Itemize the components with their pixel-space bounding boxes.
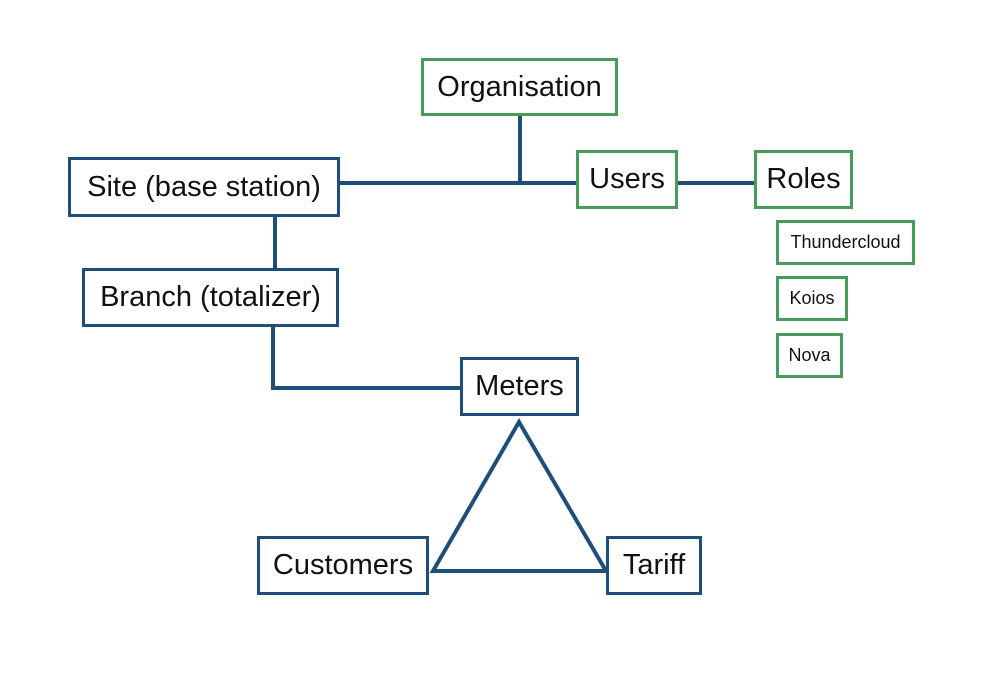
- meters-node: Meters: [460, 357, 579, 416]
- branch-node: Branch (totalizer): [82, 268, 339, 327]
- site-node: Site (base station): [68, 157, 340, 217]
- tariff-label: Tariff: [622, 549, 686, 581]
- role-item-label: Thundercloud: [790, 232, 901, 252]
- organisation-label: Organisation: [437, 70, 602, 103]
- tariff-node: Tariff: [606, 536, 702, 595]
- meters-customers-tariff-triangle: [429, 418, 610, 573]
- customers-label: Customers: [272, 549, 414, 581]
- roles-node: Roles: [754, 150, 853, 209]
- users-node: Users: [576, 150, 678, 209]
- roles-label: Roles: [766, 163, 841, 195]
- role-item-nova: Nova: [776, 333, 843, 378]
- users-label: Users: [589, 163, 665, 195]
- role-item-thundercloud: Thundercloud: [776, 220, 915, 265]
- role-item-label: Koios: [789, 288, 835, 308]
- meters-label: Meters: [475, 370, 564, 402]
- branch-label: Branch (totalizer): [100, 281, 321, 313]
- customers-node: Customers: [257, 536, 429, 595]
- organisation-node: Organisation: [421, 58, 618, 116]
- role-item-label: Nova: [788, 345, 831, 365]
- role-item-koios: Koios: [776, 276, 848, 321]
- branch-meters-connector: [271, 326, 461, 390]
- site-label: Site (base station): [87, 170, 321, 203]
